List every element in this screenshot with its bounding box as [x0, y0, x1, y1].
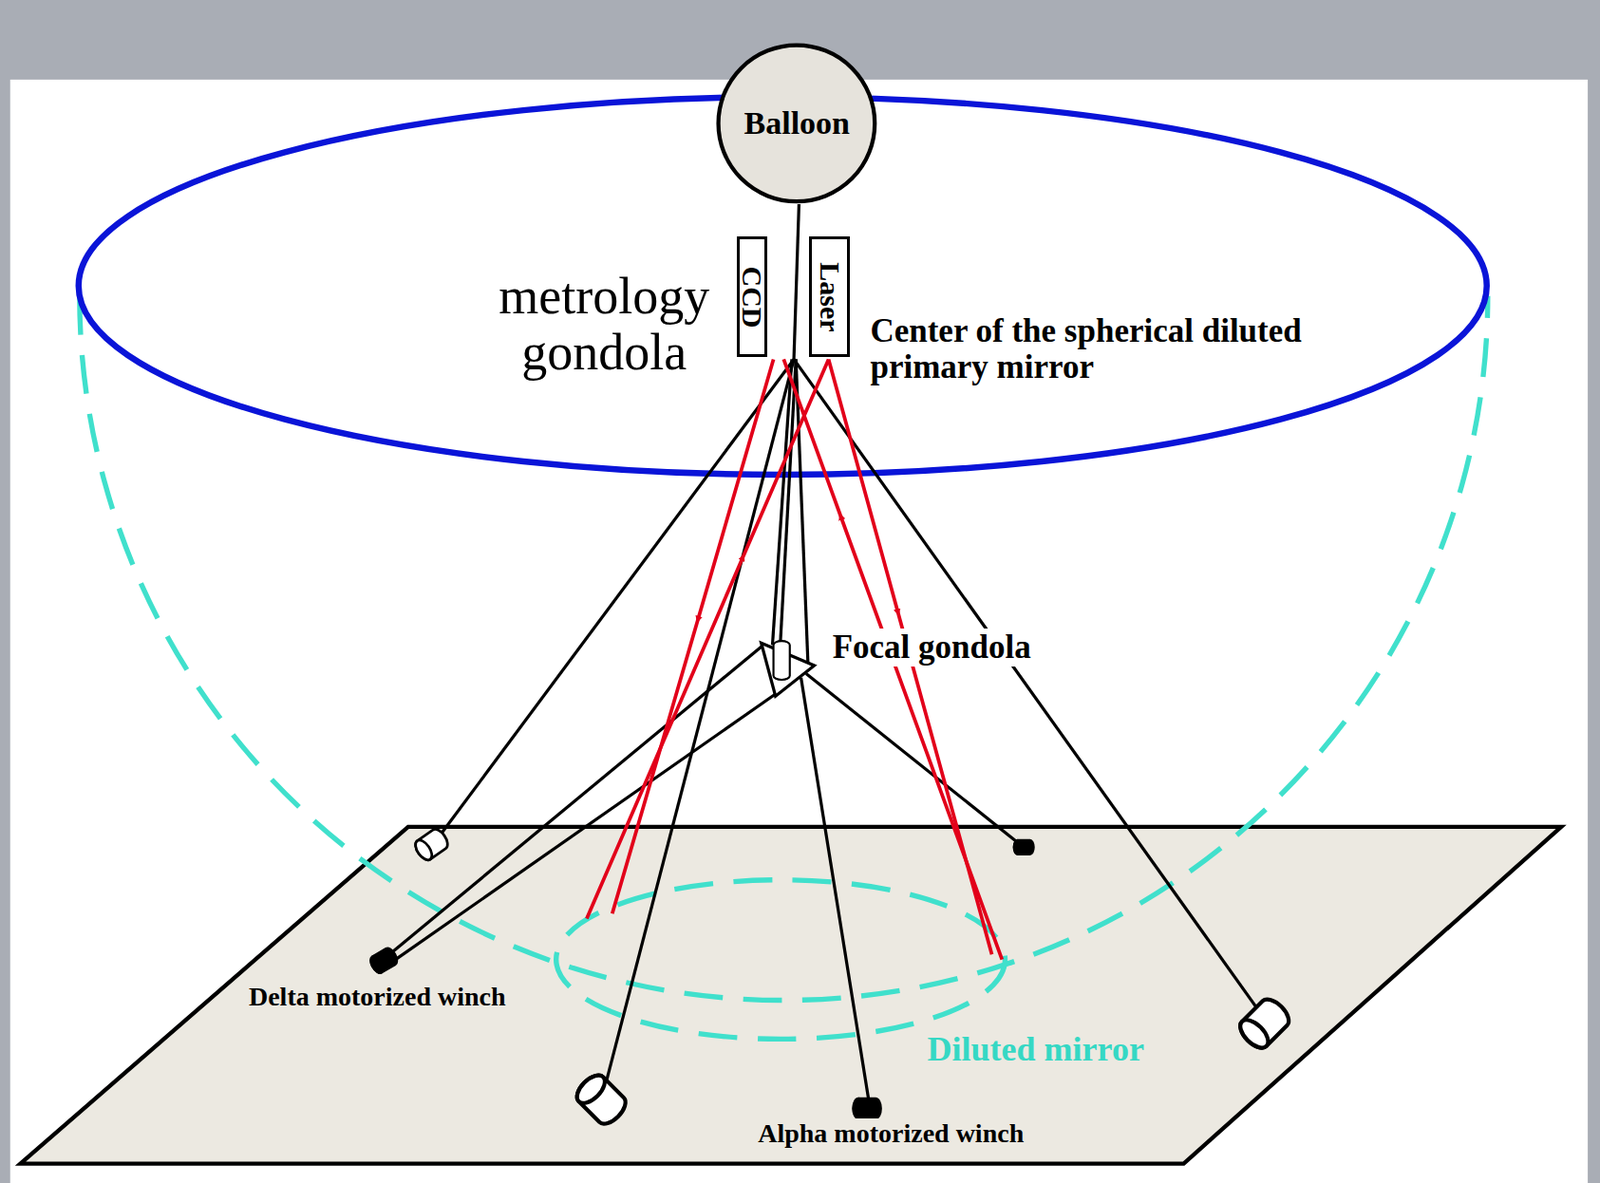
focal-label: Focal gondola — [829, 628, 1035, 668]
gondola-label: metrology gondola — [475, 267, 734, 383]
winch-label: Alpha motorized winch — [754, 1118, 1027, 1150]
ground-plane — [19, 827, 1562, 1165]
focal-gondola-cylinder — [773, 640, 791, 680]
winch — [853, 1098, 882, 1119]
node-text: Balloon — [744, 107, 850, 140]
winch — [1235, 994, 1294, 1053]
winch — [1014, 840, 1035, 855]
winch — [572, 1070, 631, 1129]
node-text: CCD — [737, 265, 767, 328]
center-label: Center of the spherical diluted primary … — [866, 312, 1332, 388]
node-text: Laser — [815, 262, 845, 332]
winch — [368, 945, 400, 975]
winch-label: Delta motorized winch — [245, 981, 509, 1014]
background-panel — [10, 79, 1588, 1183]
winch — [412, 826, 452, 863]
ccd-box: CCD — [736, 236, 768, 358]
mirror-label: Diluted mirror — [924, 1030, 1148, 1071]
laser-box: Laser — [809, 236, 850, 358]
balloon-circle: Balloon — [715, 42, 878, 205]
